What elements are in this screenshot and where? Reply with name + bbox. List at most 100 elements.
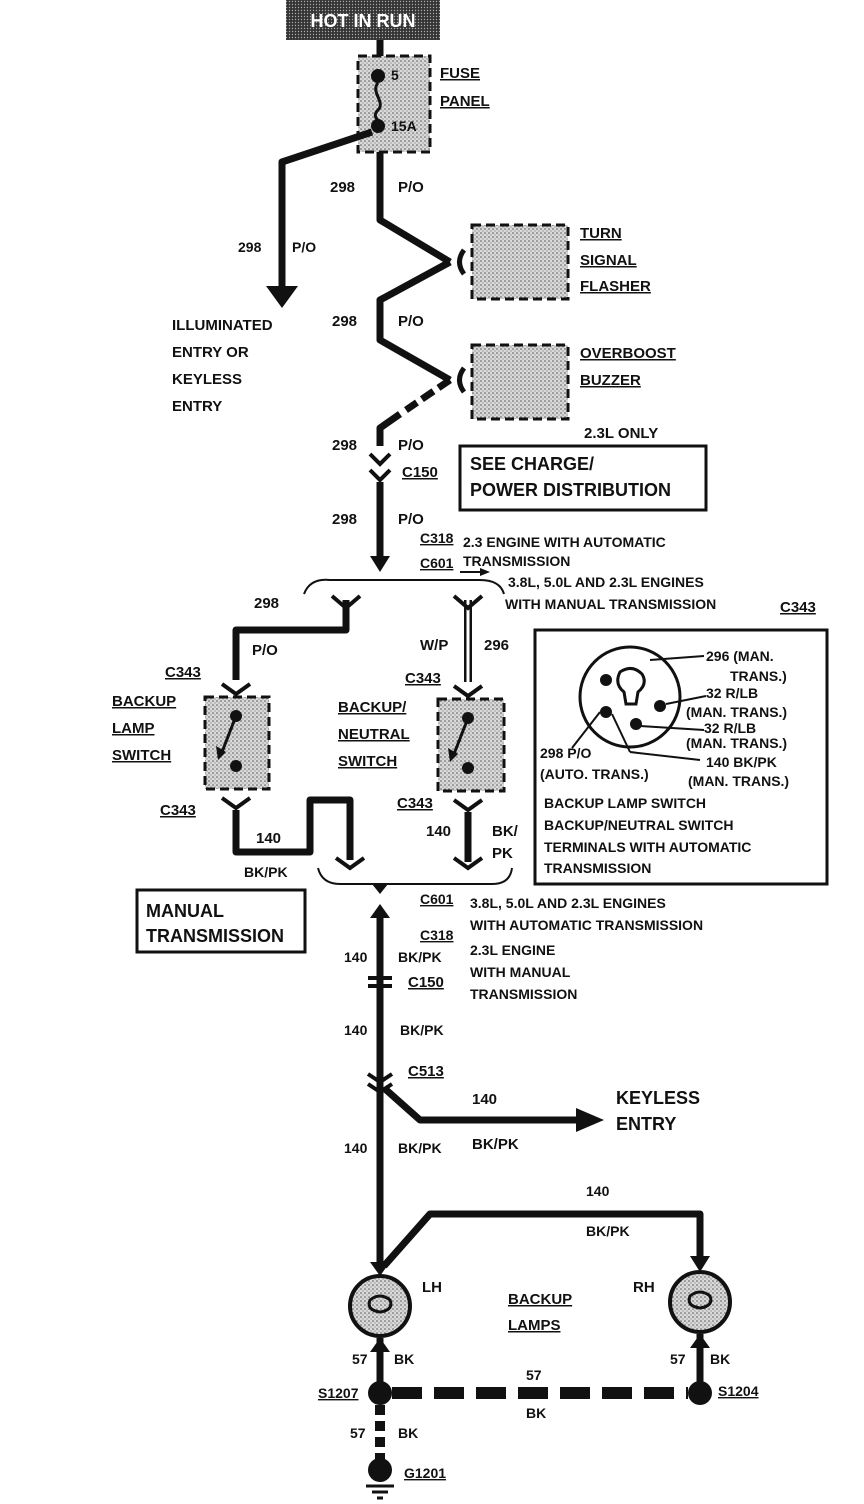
illuminated-entry-label: ILLUMINATED ENTRY OR KEYLESS ENTRY (172, 317, 273, 415)
svg-text:FLASHER: FLASHER (580, 278, 651, 295)
wire-label: 57 (352, 1351, 368, 1367)
fuse-panel-label-1: FUSE (440, 65, 480, 82)
wire-label: BK/PK (398, 949, 442, 965)
connector-c150-bottom: C150 (408, 974, 444, 991)
backup-lamps-label: BACKUP (508, 1291, 572, 1308)
wire-label: 296 (484, 637, 509, 654)
wire-label: 140 (586, 1183, 610, 1199)
fuse-panel-label-2: PANEL (440, 93, 490, 110)
keyless-entry-label: ENTRY (616, 1114, 676, 1134)
svg-text:C343: C343 (160, 802, 196, 819)
fuse-number: 5 (391, 67, 399, 83)
backup-neutral-switch: C343 BACKUP/ NEUTRAL SWITCH C343 (338, 670, 506, 813)
fuse-rating: 15A (391, 118, 417, 134)
ground-g1201: G1201 (366, 1458, 446, 1500)
wire-label: 298 (254, 595, 279, 612)
svg-text:32 R/LB: 32 R/LB (706, 685, 758, 701)
svg-text:(MAN. TRANS.): (MAN. TRANS.) (686, 704, 787, 720)
svg-text:SWITCH: SWITCH (112, 747, 171, 764)
wire-label: 298 (238, 239, 262, 255)
svg-text:298 P/O: 298 P/O (540, 745, 591, 761)
svg-text:296 (MAN.: 296 (MAN. (706, 648, 774, 664)
wire-label: P/O (398, 179, 424, 196)
svg-text:(AUTO. TRANS.): (AUTO. TRANS.) (540, 766, 649, 782)
wire-label: BK/PK (472, 1136, 519, 1153)
svg-text:C343: C343 (405, 670, 441, 687)
svg-text:SIGNAL: SIGNAL (580, 252, 637, 269)
svg-text:TURN: TURN (580, 225, 622, 242)
svg-text:SWITCH: SWITCH (338, 753, 397, 770)
svg-text:TRANS.): TRANS.) (730, 668, 787, 684)
wire-label: P/O (398, 511, 424, 528)
connector-c318-bottom: C318 (420, 927, 454, 943)
svg-text:140 BK/PK: 140 BK/PK (706, 754, 777, 770)
wire-label: BK/PK (398, 1140, 442, 1156)
c318-bottom-desc: 2.3L ENGINE (470, 942, 555, 958)
see-charge-box: SEE CHARGE/ POWER DISTRIBUTION (458, 444, 708, 512)
wire-label: PK (492, 845, 513, 862)
svg-text:C343: C343 (397, 795, 433, 812)
wire-label: P/O (292, 239, 316, 255)
svg-text:BUZZER: BUZZER (580, 372, 641, 389)
splice-s1204 (688, 1381, 712, 1405)
wire-label: BK (398, 1425, 418, 1441)
svg-text:RH: RH (633, 1279, 655, 1296)
wire-label: 140 (256, 830, 281, 847)
wire-label: P/O (252, 642, 278, 659)
hot-in-run-label: HOT IN RUN (311, 11, 416, 31)
wire-label: 140 (344, 1022, 368, 1038)
svg-text:POWER DISTRIBUTION: POWER DISTRIBUTION (470, 480, 671, 500)
arrow-keyless-entry (576, 1108, 604, 1132)
svg-text:C343: C343 (165, 664, 201, 681)
connector-c150-top: C150 (402, 464, 438, 481)
wire-label: BK/ (492, 823, 519, 840)
connector-c601-bottom: C601 (420, 891, 454, 907)
splice-s1204-label: S1204 (718, 1383, 759, 1399)
backup-lamp-lh: LH (348, 1274, 442, 1338)
fuse-panel: 5 15A FUSE PANEL (356, 54, 490, 154)
overboost-note: 2.3L ONLY (584, 425, 658, 442)
connector-c318-top: C318 (420, 530, 454, 546)
turn-signal-flasher: TURN SIGNAL FLASHER (457, 223, 651, 301)
wire-label: BK (710, 1351, 730, 1367)
svg-text:ENTRY OR: ENTRY OR (172, 344, 249, 361)
c318-top-desc: 2.3 ENGINE WITH AUTOMATIC (463, 534, 666, 550)
wire-label: BK/PK (244, 864, 288, 880)
svg-text:MANUAL: MANUAL (146, 901, 224, 921)
wire-label: P/O (398, 437, 424, 454)
keyless-entry-label: KEYLESS (616, 1088, 700, 1108)
svg-text:ILLUMINATED: ILLUMINATED (172, 317, 273, 334)
c318-top-desc: TRANSMISSION (463, 553, 570, 569)
connector-c513: C513 (408, 1063, 444, 1080)
svg-text:ENTRY: ENTRY (172, 398, 222, 415)
wire-label: 140 (472, 1091, 497, 1108)
connector-face-inset: C343 296 (MAN. TRANS.) 32 R/LB (MAN. TRA… (533, 599, 829, 886)
hot-in-run-box: HOT IN RUN (286, 0, 440, 40)
wire-label: 298 (332, 437, 357, 454)
svg-text:NEUTRAL: NEUTRAL (338, 726, 410, 743)
wire-label: BK/PK (586, 1223, 630, 1239)
svg-text:KEYLESS: KEYLESS (172, 371, 242, 388)
svg-text:(MAN. TRANS.): (MAN. TRANS.) (686, 735, 787, 751)
wire-label: 298 (332, 511, 357, 528)
svg-text:C343: C343 (780, 599, 816, 616)
svg-text:TERMINALS WITH AUTOMATIC: TERMINALS WITH AUTOMATIC (544, 839, 751, 855)
wire-label: BK (526, 1405, 546, 1421)
c601-bottom-desc: 3.8L, 5.0L AND 2.3L ENGINES (470, 895, 666, 911)
svg-text:BACKUP/: BACKUP/ (338, 699, 407, 716)
svg-text:TRANSMISSION: TRANSMISSION (146, 926, 284, 946)
svg-text:32 R/LB: 32 R/LB (704, 720, 756, 736)
wire-label: 57 (350, 1425, 366, 1441)
splice-s1207-label: S1207 (318, 1385, 359, 1401)
wire-label: 140 (344, 1140, 368, 1156)
wire-label: P/O (398, 313, 424, 330)
c601-bottom-desc: WITH AUTOMATIC TRANSMISSION (470, 917, 703, 933)
backup-lamps-label: LAMPS (508, 1317, 561, 1334)
wire-label: BK/PK (400, 1022, 444, 1038)
overboost-buzzer: OVERBOOST BUZZER 2.3L ONLY (457, 343, 676, 442)
wire-label: 298 (330, 179, 355, 196)
wire-label: 140 (426, 823, 451, 840)
svg-text:BACKUP LAMP SWITCH: BACKUP LAMP SWITCH (544, 795, 706, 811)
backup-lamp-switch: C343 BACKUP LAMP SWITCH C343 (112, 664, 271, 819)
